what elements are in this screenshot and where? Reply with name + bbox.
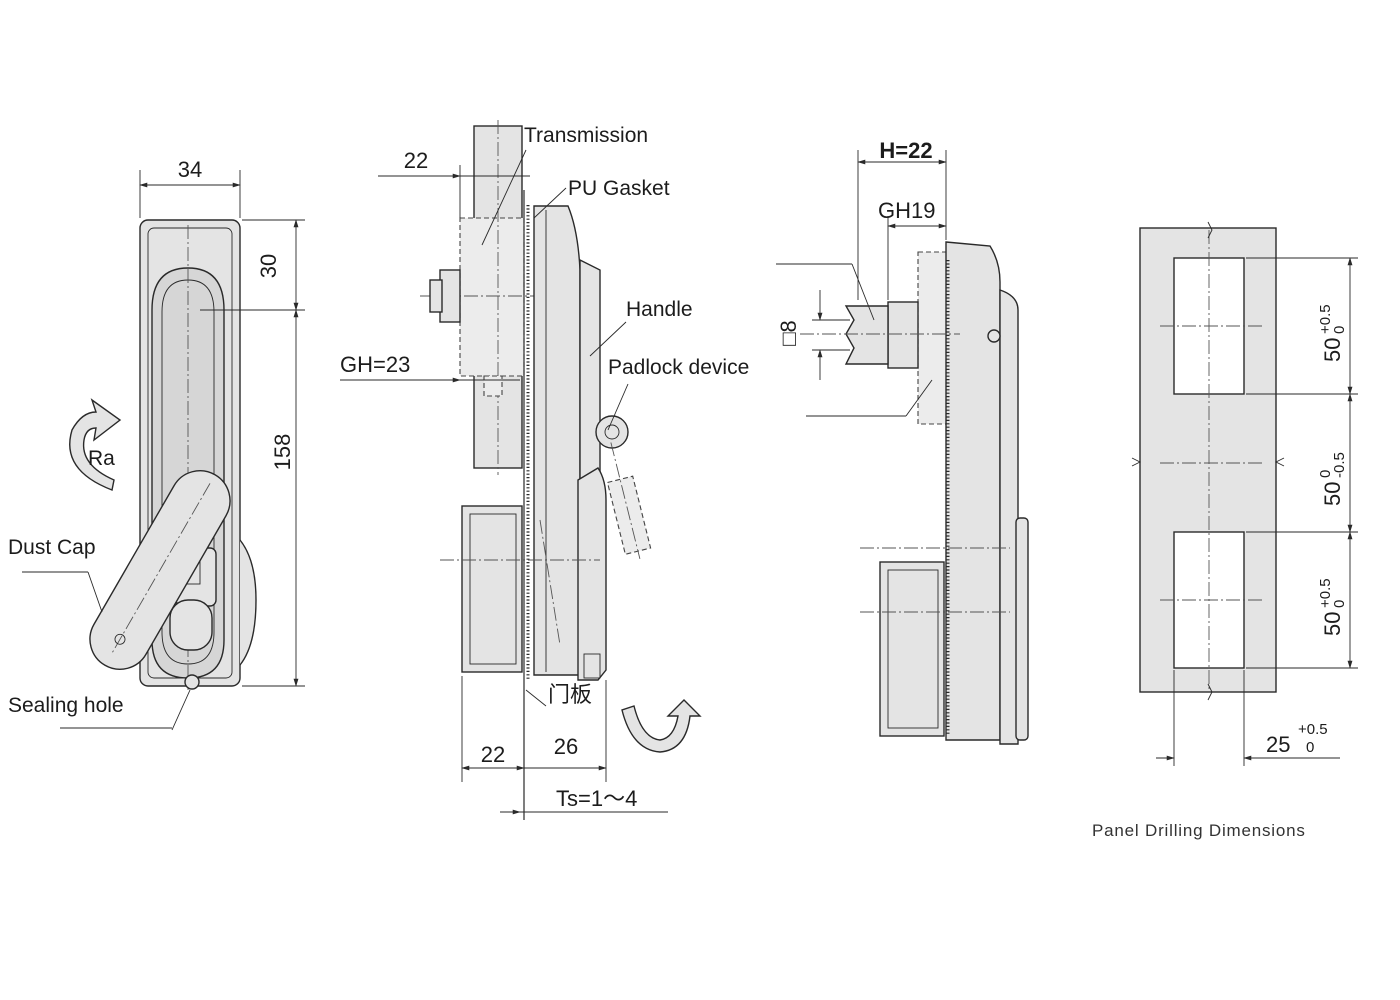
dim-cut-mid-tol-lower: -0.5 [1331,452,1348,478]
dim-cut-width-tol-lower: 0 [1306,739,1314,756]
side-lever [577,467,607,681]
dim-cut-bot-tol-lower: 0 [1331,600,1348,608]
front-view: Ra 34 30 158 Dust Cap Sealing hole [8,157,305,731]
dim-cut-mid: 50 [1320,482,1345,506]
dust-cap-lever [89,470,231,670]
dim-side-ts: Ts=1～4 [556,786,637,811]
side-cylinder [461,505,523,673]
dim-side-handle: 26 [554,734,578,759]
rear-square-shaft [844,305,889,365]
panel-cutout-view: 50 +0.5 0 50 0 -0.5 50 +0.5 0 25 +0.5 0 … [1092,221,1358,840]
dim-rear-square: □8 [776,320,801,346]
callout-door-panel: 门板 [548,683,592,708]
dim-front-top: 30 [256,254,281,278]
dim-side-shaft: 22 [404,148,428,173]
panel-drilling-caption: Panel Drilling Dimensions [1092,821,1306,840]
dim-front-width: 34 [178,157,202,182]
dim-cut-top: 50 [1320,338,1345,362]
dim-front-height: 158 [270,434,295,471]
rotation-label: Ra [88,447,115,470]
rotation-arrow-icon [69,398,122,491]
side-view: 22 GH=23 22 26 Ts=1～4 Transmission PU Ga… [340,120,749,820]
rotate-direction-icon [621,699,702,753]
dim-cut-top-tol-upper: +0.5 [1317,304,1334,334]
rear-view: H=22 GH19 □8 [776,138,1029,745]
dim-cut-bot-tol-upper: +0.5 [1317,578,1334,608]
sealing-hole [184,674,200,690]
dim-rear-h: H=22 [879,138,932,163]
front-side-bulge [239,539,257,666]
callout-handle: Handle [626,298,693,321]
callout-padlock-device: Padlock device [608,356,749,379]
callout-transmission: Transmission [524,124,648,147]
dim-side-gh: GH=23 [340,352,410,377]
dim-side-body: 22 [481,742,505,767]
dim-cut-width: 25 [1266,732,1290,757]
callout-pu-gasket: PU Gasket [568,177,670,200]
dim-cut-top-tol-lower: 0 [1331,326,1348,334]
rear-square-boss [887,301,919,369]
callout-dust-cap: Dust Cap [8,536,96,559]
dim-rear-gh: GH19 [878,198,935,223]
rear-cylinder [879,561,945,737]
sealing-ring [169,599,213,651]
dim-cut-width-tol-upper: +0.5 [1298,721,1328,738]
callout-sealing-hole: Sealing hole [8,694,124,717]
nut [439,269,461,323]
side-body [533,205,581,676]
dim-cut-mid-tol-upper: 0 [1317,470,1334,478]
rear-pivot [987,329,1001,343]
dim-cut-bot: 50 [1320,612,1345,636]
rear-body [945,241,1001,741]
